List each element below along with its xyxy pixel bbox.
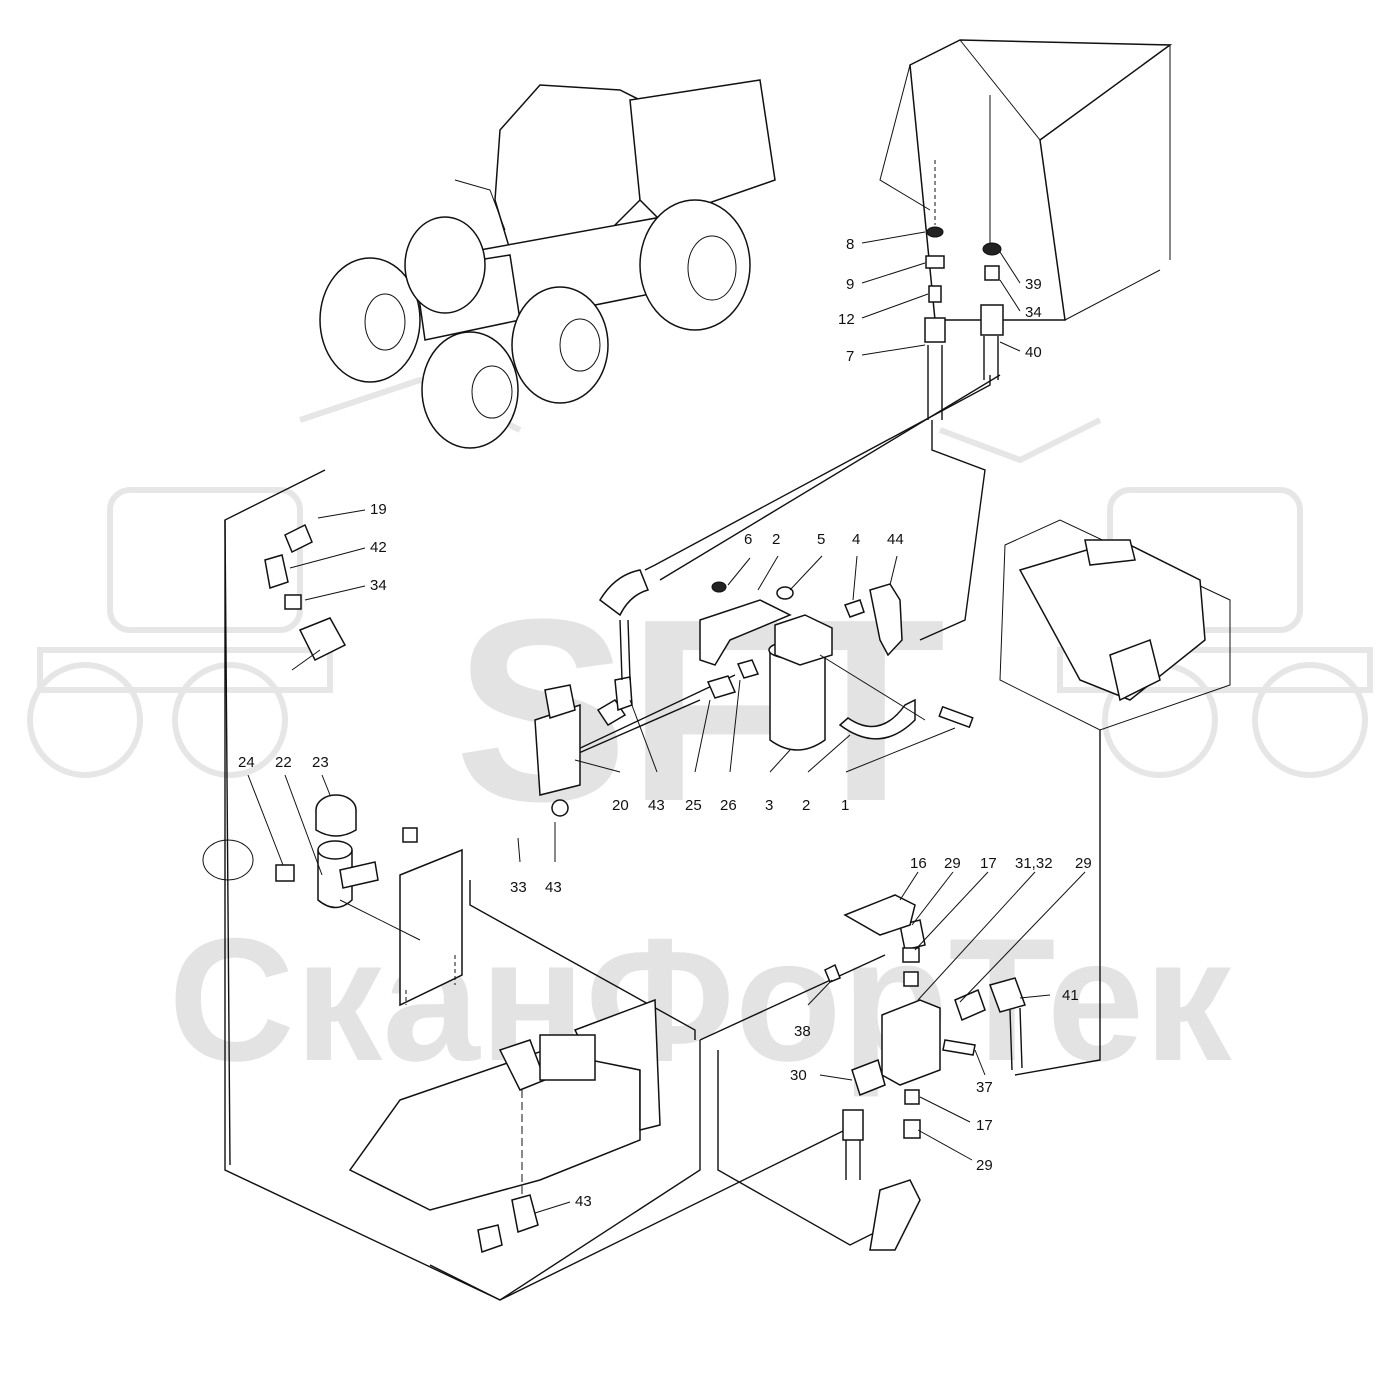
callout-43-lower: 43 [545,879,562,896]
callout-29-c: 29 [976,1157,993,1174]
callout-30: 30 [790,1067,807,1084]
callout-25: 25 [685,797,702,814]
callout-7: 7 [846,348,854,365]
callout-26: 26 [720,797,737,814]
callout-3: 3 [765,797,773,814]
left-fittings [202,523,463,1007]
callout-2-bottom: 2 [802,797,810,814]
callout-29-a: 29 [944,855,961,872]
callout-38: 38 [794,1023,811,1040]
callout-17-top: 17 [980,855,997,872]
callout-43-bottom: 43 [575,1193,592,1210]
callout-labels: 8 9 12 7 39 34 40 19 42 34 6 2 5 4 44 24… [238,236,1092,1210]
forwarder-machine [319,79,776,449]
callout-16: 16 [910,855,927,872]
callout-42: 42 [370,539,387,556]
callout-31-32: 31,32 [1015,855,1053,872]
valve-block-20 [534,569,650,817]
watermark-tractor-left [27,376,522,778]
leader-lines [247,231,1086,1214]
callout-2-top: 2 [772,531,780,548]
callout-6: 6 [744,531,752,548]
callout-33: 33 [510,879,527,896]
callout-39: 39 [1025,276,1042,293]
callout-17-bottom: 17 [976,1117,993,1134]
callout-44: 44 [887,531,904,548]
callout-22: 22 [275,754,292,771]
callout-29-b: 29 [1075,855,1092,872]
callout-4: 4 [852,531,860,548]
callout-43-mid: 43 [648,797,665,814]
callout-1: 1 [841,797,849,814]
callout-20: 20 [612,797,629,814]
manifold-block [824,894,1026,1251]
callout-19: 19 [370,501,387,518]
watermark-logo: SFT [454,566,945,856]
filter-assembly [699,581,974,751]
callout-5: 5 [817,531,825,548]
callout-41: 41 [1062,987,1079,1004]
callout-40: 40 [1025,344,1042,361]
callout-37: 37 [976,1079,993,1096]
control-valve-box [999,519,1231,731]
callout-24: 24 [238,754,255,771]
callout-23: 23 [312,754,329,771]
callout-34-top: 34 [1025,304,1042,321]
watermark: SFT СканФорТек [27,376,1373,1098]
callout-34-left: 34 [370,577,387,594]
callout-9: 9 [846,276,854,293]
engine-block [348,998,661,1253]
tank-fittings [924,95,1004,420]
callout-12: 12 [838,311,855,328]
callout-8: 8 [846,236,854,253]
